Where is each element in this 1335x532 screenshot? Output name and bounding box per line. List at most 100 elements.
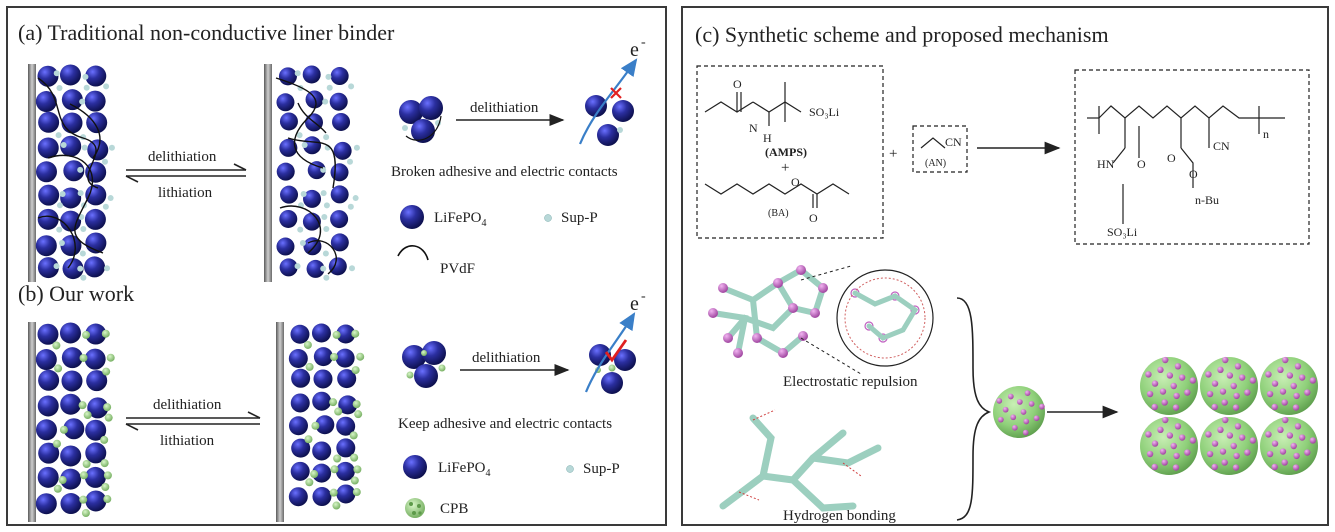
charge-bead bbox=[1271, 440, 1279, 447]
brace bbox=[956, 297, 992, 521]
additive-particle bbox=[294, 70, 301, 77]
amps-so3li: SO₃Li bbox=[809, 105, 840, 119]
zoom-line-top bbox=[800, 265, 852, 281]
charge-bead bbox=[1232, 464, 1240, 471]
charge-bead bbox=[1309, 437, 1317, 444]
charge-bead bbox=[1292, 404, 1300, 411]
charge-bead bbox=[1249, 437, 1257, 444]
lfp-particle bbox=[279, 112, 298, 131]
charge-bead bbox=[1234, 363, 1242, 370]
charge-bead bbox=[723, 333, 733, 343]
cpb-particle bbox=[1260, 417, 1318, 475]
additive-particle bbox=[104, 413, 113, 422]
charge-bead bbox=[1292, 464, 1300, 471]
charge-bead bbox=[1178, 434, 1186, 441]
charge-bead bbox=[1234, 423, 1242, 430]
additive-particle bbox=[330, 465, 339, 474]
charge-bead bbox=[1162, 416, 1169, 424]
polymer-hn: HN bbox=[1097, 157, 1115, 171]
additive-particle bbox=[351, 366, 360, 375]
additive-particle bbox=[83, 84, 90, 91]
lfp-particle bbox=[35, 349, 57, 371]
network-charges bbox=[708, 265, 920, 358]
lfp-particle bbox=[37, 208, 59, 230]
lfp-particle bbox=[84, 208, 106, 230]
charge-bead bbox=[1266, 390, 1274, 398]
lfp-particle bbox=[338, 395, 358, 415]
additive-particle bbox=[103, 471, 112, 480]
additive-particle bbox=[352, 195, 359, 202]
polymer-nbu: n-Bu bbox=[1195, 193, 1219, 207]
charge-bead bbox=[1279, 388, 1287, 395]
delithiation-label-a: delithiation bbox=[148, 149, 217, 165]
charge-bead bbox=[1020, 409, 1027, 415]
charge-bead bbox=[810, 308, 820, 318]
charge-bead bbox=[798, 331, 808, 341]
polymer-o2: O bbox=[1167, 151, 1176, 165]
lfp-particle bbox=[35, 235, 57, 257]
lfp-particle bbox=[288, 416, 308, 436]
charge-bead bbox=[1033, 415, 1040, 422]
electrode-rod-b1 bbox=[28, 322, 36, 522]
lfp-particle bbox=[86, 112, 108, 134]
charge-bead bbox=[1249, 377, 1257, 384]
electron-b: e bbox=[630, 293, 639, 315]
lfp-particle bbox=[35, 161, 57, 183]
charge-bead bbox=[1293, 392, 1300, 400]
additive-particle bbox=[83, 411, 92, 420]
charge-bead bbox=[1172, 404, 1180, 411]
charge-bead bbox=[1211, 403, 1218, 411]
lfp-particle bbox=[62, 258, 84, 280]
charge-bead bbox=[773, 278, 783, 288]
charge-bead bbox=[1151, 463, 1158, 471]
charge-bead bbox=[1304, 389, 1311, 396]
polymer-box bbox=[1074, 69, 1310, 245]
broken-contact-cross-icon bbox=[610, 87, 622, 99]
additive-particle bbox=[79, 250, 86, 257]
additive-particle bbox=[323, 134, 330, 141]
charge-bead bbox=[1279, 448, 1287, 455]
charge-bead bbox=[1189, 377, 1197, 384]
charge-bead bbox=[1151, 403, 1158, 411]
charge-bead bbox=[1145, 371, 1152, 378]
charge-bead bbox=[1151, 380, 1159, 387]
hydrogen-bonding-illustration bbox=[719, 414, 882, 512]
particle-cluster-b-before bbox=[35, 322, 115, 518]
charge-bead bbox=[1217, 426, 1224, 434]
charge-bead bbox=[1294, 363, 1302, 370]
additive-particle bbox=[53, 484, 62, 493]
lfp-particle bbox=[335, 348, 355, 368]
additive-particle bbox=[301, 142, 308, 149]
lfp-particle bbox=[279, 258, 298, 277]
lfp-particle bbox=[60, 135, 82, 157]
additive-particle bbox=[58, 240, 65, 247]
lfp-particle bbox=[37, 395, 59, 417]
additive-particle bbox=[296, 132, 303, 139]
charge-bead bbox=[1161, 399, 1168, 406]
lfp-particle bbox=[279, 138, 298, 157]
particle-cluster-b-after bbox=[288, 323, 365, 510]
charge-bead bbox=[1277, 426, 1284, 434]
an-box bbox=[912, 125, 968, 173]
additive-particle bbox=[56, 202, 63, 209]
additive-particle bbox=[350, 476, 359, 485]
polymer-n: n bbox=[1263, 127, 1269, 141]
additive-particle bbox=[104, 265, 111, 272]
lfp-particle bbox=[35, 91, 57, 113]
charge-bead bbox=[1304, 449, 1311, 456]
electron-a: e bbox=[630, 39, 639, 61]
cpb-particle bbox=[1200, 417, 1258, 475]
additive-particle bbox=[349, 431, 358, 440]
charge-bead bbox=[1226, 372, 1234, 379]
zoom-circle bbox=[836, 269, 934, 367]
single-cpb-particle bbox=[993, 386, 1045, 438]
lfp-particle bbox=[337, 369, 357, 389]
additive-particle bbox=[320, 190, 327, 197]
lfp-particle bbox=[291, 438, 311, 458]
caption-a: Broken adhesive and electric contacts bbox=[391, 164, 618, 180]
additive-particle bbox=[100, 459, 109, 468]
additive-particle bbox=[53, 263, 60, 270]
additive-particle bbox=[320, 166, 327, 173]
charge-bead bbox=[1265, 431, 1272, 438]
charge-bead bbox=[1309, 377, 1317, 384]
